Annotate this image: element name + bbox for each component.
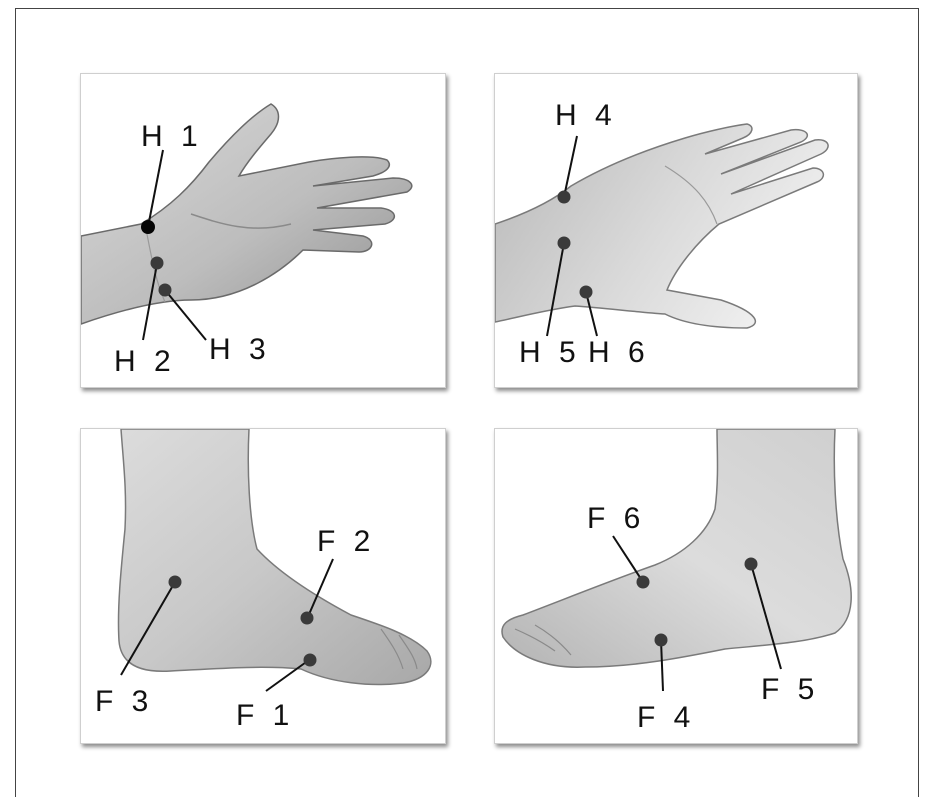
f3-label: F 3 <box>95 685 153 718</box>
outer-foot-illustration: F 2 F 3 F 1 <box>81 429 445 743</box>
f5-label: F 5 <box>761 673 819 706</box>
palm-panel: H 1 H 2 H 3 <box>80 73 446 388</box>
f6-point <box>637 576 650 589</box>
h2-label: H 2 <box>114 345 176 378</box>
f2-point <box>301 612 314 625</box>
h4-label: H 4 <box>555 99 617 132</box>
h3-point <box>159 284 172 297</box>
h2-point <box>151 257 164 270</box>
palm-illustration: H 1 H 2 H 3 <box>81 74 445 387</box>
f4-point <box>655 634 668 647</box>
f5-point <box>745 558 758 571</box>
inner-foot-shape <box>502 429 851 667</box>
inner-foot-illustration: F 6 F 5 F 4 <box>495 429 857 743</box>
outer-foot-panel: F 2 F 3 F 1 <box>80 428 446 744</box>
h4-point <box>558 191 571 204</box>
f1-point <box>304 654 317 667</box>
f1-label: F 1 <box>236 699 294 732</box>
h6-label: H 6 <box>588 336 650 369</box>
palm-hand-shape <box>81 104 412 324</box>
h5-label: H 5 <box>519 336 581 369</box>
inner-foot-panel: F 6 F 5 F 4 <box>494 428 858 744</box>
h1-label: H 1 <box>141 120 203 153</box>
h1-point <box>141 220 155 234</box>
f4-label: F 4 <box>637 701 695 734</box>
h5-point <box>558 237 571 250</box>
outer-foot-shape <box>118 429 430 684</box>
back-of-hand-panel: H 4 H 5 H 6 <box>494 73 858 388</box>
f6-label: F 6 <box>587 502 645 535</box>
f3-point <box>169 576 182 589</box>
back-hand-shape <box>495 124 828 328</box>
h3-label: H 3 <box>209 333 271 366</box>
back-of-hand-illustration: H 4 H 5 H 6 <box>495 74 857 387</box>
h6-point <box>580 286 593 299</box>
f2-label: F 2 <box>317 525 375 558</box>
